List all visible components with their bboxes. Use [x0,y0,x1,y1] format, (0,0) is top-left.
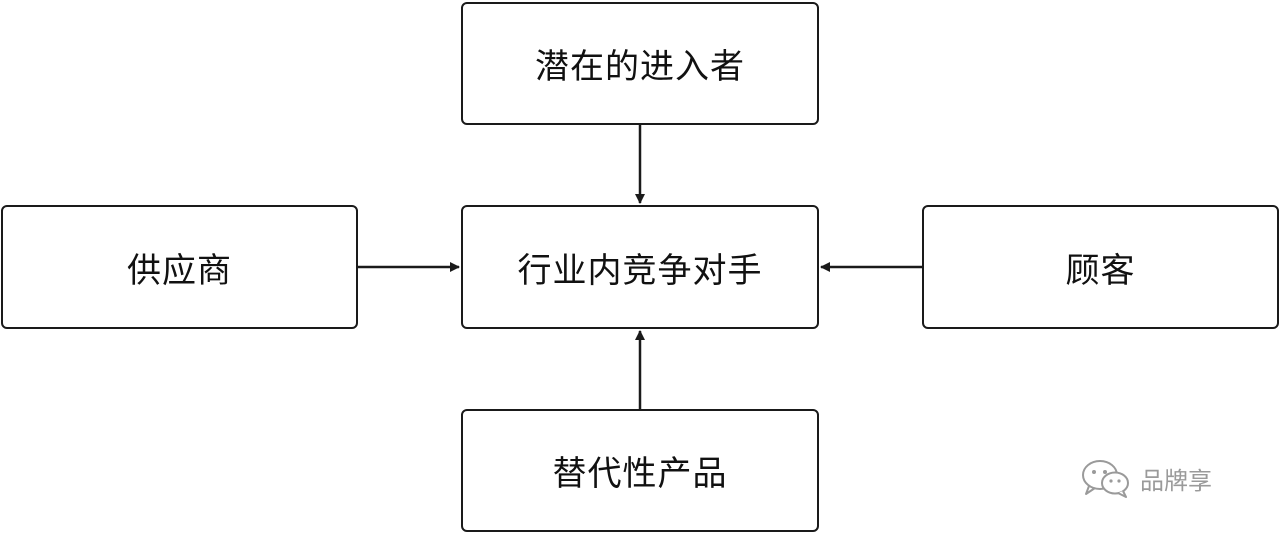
node-substitutes: 替代性产品 [461,409,819,532]
node-potential-entrants: 潜在的进入者 [461,2,819,125]
node-suppliers-label: 供应商 [127,250,232,291]
node-industry-competitors-label: 行业内竞争对手 [517,250,763,291]
node-customers-label: 顾客 [1065,250,1136,291]
node-customers: 顾客 [922,205,1279,329]
node-industry-competitors: 行业内竞争对手 [461,205,819,329]
node-suppliers: 供应商 [1,205,358,329]
wechat-icon [1082,460,1129,498]
node-potential-entrants-label: 潜在的进入者 [535,47,745,87]
node-substitutes-label: 替代性产品 [552,454,728,494]
watermark: 品牌享 [1080,458,1212,498]
watermark-text: 品牌享 [1140,466,1212,495]
